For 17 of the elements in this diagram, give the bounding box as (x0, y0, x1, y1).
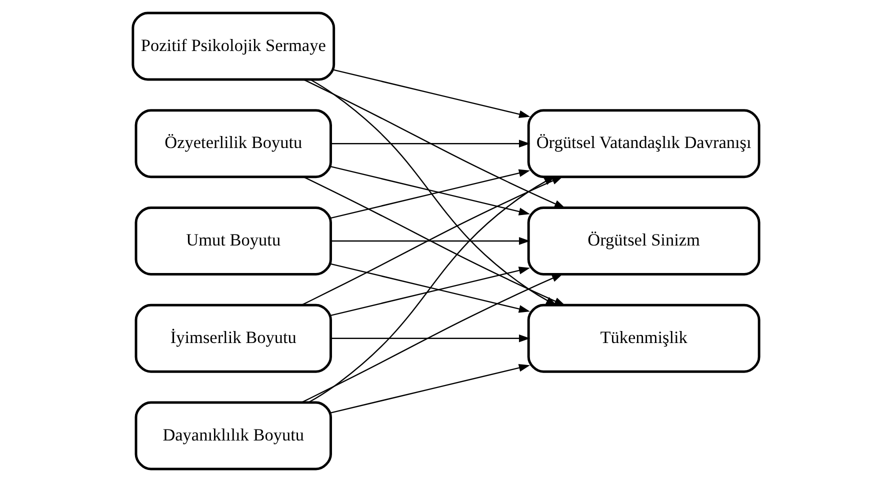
arrow (330, 364, 530, 414)
node-box: Özyeterlilik Boyutu (134, 109, 332, 178)
arrow (330, 140, 530, 148)
node-box: Örgütsel Sinizm (527, 206, 760, 276)
node-box: İyimserlik Boyutu (134, 304, 332, 373)
arrow (310, 79, 558, 306)
arrow (308, 176, 556, 403)
arrow (334, 69, 530, 118)
arrow (330, 237, 530, 245)
node-box: Dayanıklılık Boyutu (134, 401, 332, 470)
node-box: Umut Boyutu (134, 206, 332, 276)
node-box: Pozitif Psikolojik Sermaye (132, 12, 336, 81)
arrow (330, 334, 530, 342)
node-box: Tükenmişlik (527, 304, 760, 373)
arrow (304, 79, 566, 208)
arrow (302, 274, 564, 403)
node-box: Örgütsel Vatandaşlık Davranışı (527, 109, 760, 178)
